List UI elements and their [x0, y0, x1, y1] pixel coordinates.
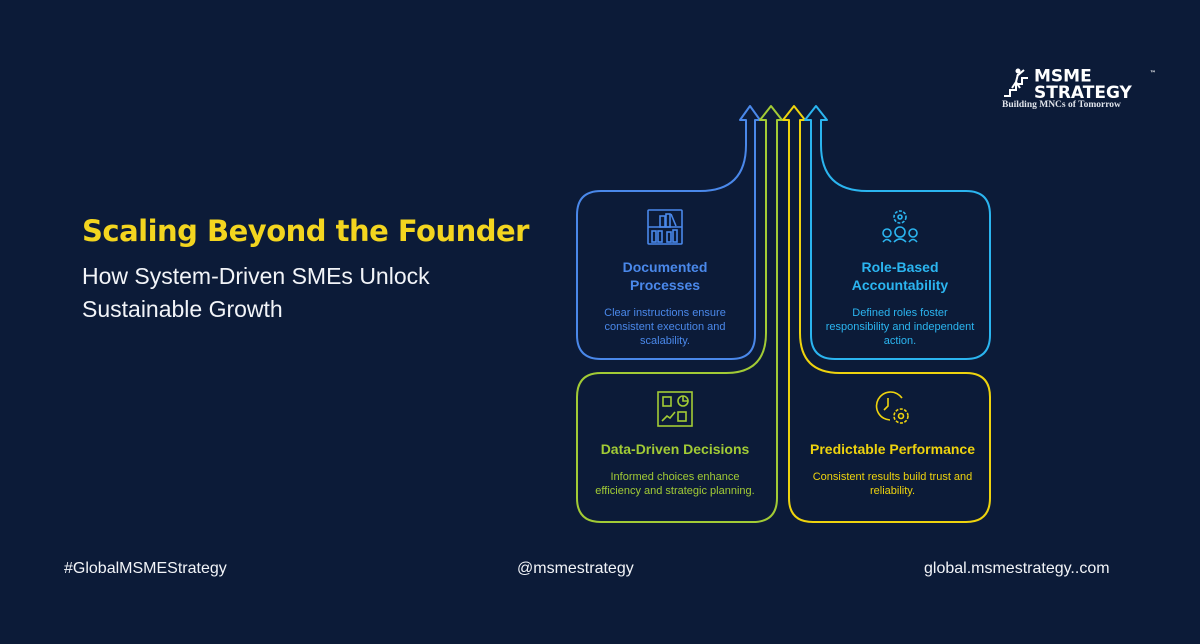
main-title: Scaling Beyond the Founder	[82, 214, 529, 248]
climber-stairs-icon	[1004, 68, 1028, 97]
dashboard-icon	[657, 391, 693, 427]
yellow-arrow-box	[782, 105, 991, 523]
green-arrow-box	[576, 105, 783, 523]
logo-tagline: Building MNCs of Tomorrow	[1002, 100, 1121, 110]
team-gear-icon	[882, 210, 918, 243]
logo-tm: ™	[1149, 70, 1156, 77]
footer-hashtag: #GlobalMSMEStrategy	[64, 560, 227, 577]
card-title: Data-Driven Decisions	[600, 441, 750, 457]
footer-handle[interactable]: @msmestrategy	[517, 560, 634, 577]
card-text: Informed choices enhance efficiency and …	[595, 471, 755, 497]
logo-line1: MSME	[1034, 66, 1092, 87]
card-title: Documented Processes	[622, 259, 708, 293]
cyan-arrow-box	[804, 105, 991, 360]
card-text: Defined roles foster responsibility and …	[825, 307, 975, 347]
blue-arrow-box	[576, 105, 761, 360]
card-predictable-performance: Predictable Performance Consistent resul…	[810, 390, 975, 498]
card-title: Role-Based Accountability	[851, 259, 949, 293]
card-text: Clear instructions ensure consistent exe…	[604, 307, 726, 347]
card-role-based-accountability: Role-Based Accountability Defined roles …	[820, 208, 980, 348]
card-documented-processes: Documented Processes Clear instructions …	[590, 208, 740, 348]
card-text: Consistent results build trust and relia…	[812, 471, 973, 497]
bookshelf-icon	[647, 209, 683, 245]
logo-line2: STRATEGY	[1034, 82, 1132, 103]
subtitle: How System-Driven SMEs Unlock Sustainabl…	[82, 263, 430, 322]
clock-gear-icon	[875, 391, 909, 424]
card-title: Predictable Performance	[810, 441, 975, 457]
footer-website-link[interactable]: global.msmestrategy..com	[924, 560, 1110, 577]
card-data-driven-decisions: Data-Driven Decisions Informed choices e…	[590, 390, 760, 498]
